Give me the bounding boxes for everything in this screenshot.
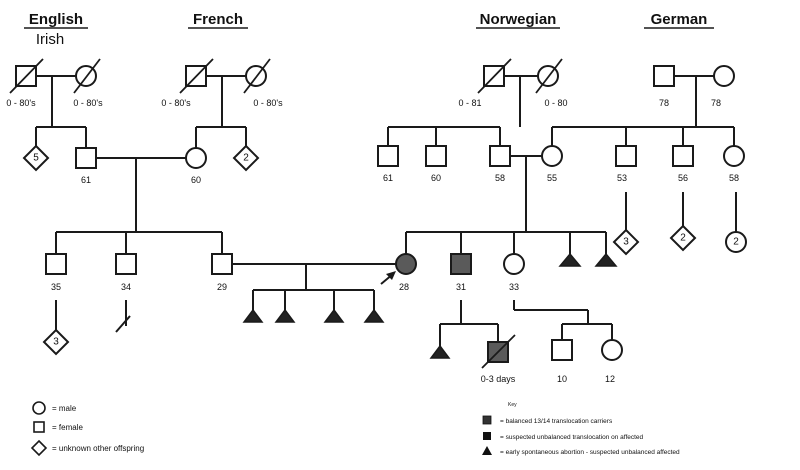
age-label: 35 [51,282,61,292]
offspring-count: 3 [53,337,59,348]
spontaneous-abortion-triangle [242,308,264,323]
legend-diamond-icon [30,439,48,457]
paternal-grandmother [185,147,207,169]
deceased-slash [73,58,101,94]
key-balanced: = balanced 13/14 translocation carriers [500,418,613,425]
proband-sister [503,253,525,275]
unknown-offspring-diamond [22,144,50,172]
age-label: 0 - 80's [161,98,191,108]
paternal-grandfather [75,147,97,169]
spontaneous-abortion-triangle [274,308,296,323]
heritage-norwegian: Norwegian [480,11,557,28]
norwegian-uncle-1 [377,145,399,167]
deceased-slash [9,58,44,94]
french-grandparents: 0 - 80's 0 - 80's [161,58,283,108]
spontaneous-abortion-triangle [323,308,345,323]
age-label: 56 [678,173,688,183]
symbol-legend: = male = female = unknown other offsprin… [30,401,144,457]
deceased-slash [179,58,214,94]
proband-arrow-icon [386,271,396,280]
offspring-count: 2 [680,233,686,244]
key-abortion-icon [482,446,492,455]
offspring-count: 2 [243,153,249,164]
deceased-slash [477,58,512,94]
offspring-count: 3 [623,237,629,248]
husband-brother-2 [115,253,137,275]
unknown-offspring-diamond [42,328,70,356]
german-sibling-2 [672,145,694,167]
unknown-offspring-diamond [612,228,640,256]
age-label: 58 [495,173,505,183]
age-label: 0 - 80's [253,98,283,108]
age-label: 28 [399,282,409,292]
proband-brother [450,253,472,275]
german-sibling-1 [615,145,637,167]
unknown-offspring-diamond [232,144,260,172]
heritage-english: English [29,11,83,28]
german-grandparents: 78 78 [653,65,735,108]
spontaneous-abortion-triangle [594,252,618,267]
age-label: 10 [557,374,567,384]
spontaneous-abortion-triangle [363,308,385,323]
legend-circle-icon [32,401,46,415]
heritage-german: German [651,11,708,28]
spontaneous-abortion-triangle [429,344,451,359]
age-label: 33 [509,282,519,292]
key-unbalanced-icon [483,432,491,440]
offspring-count: 2 [733,237,739,248]
norwegian-grandparents: 0 - 81 0 - 80 [458,58,568,108]
key-legend: Key = balanced 13/14 translocation carri… [482,402,680,456]
husband [211,253,233,275]
age-label: 61 [81,175,91,185]
german-grandfather [653,65,675,87]
key-balanced-icon [482,415,492,425]
unknown-offspring-diamond [669,224,697,252]
spontaneous-abortion-triangle [558,252,582,267]
legend-male: = male [52,404,77,413]
age-label: 34 [121,282,131,292]
age-label: 58 [729,173,739,183]
age-label: 60 [191,175,201,185]
age-label: 0 - 80 [544,98,567,108]
age-label: 78 [659,98,669,108]
key-title: Key [508,402,517,408]
no-offspring-mark [115,315,131,333]
proband-father [489,145,511,167]
english-grandparents: 0 - 80's 0 - 80's [6,58,103,108]
age-label: 61 [383,173,393,183]
deceased-slash [243,58,271,94]
age-label: 0 - 80's [6,98,36,108]
niece-daughter [601,339,623,361]
german-grandmother [713,65,735,87]
legend-square-icon [33,421,45,433]
age-label: 31 [456,282,466,292]
key-unbalanced: = suspected unbalanced translocation on … [500,434,644,441]
deceased-slash [481,334,516,369]
niece-son [551,339,573,361]
key-abortion: = early spontaneous abortion - suspected… [500,449,680,456]
age-label: 60 [431,173,441,183]
german-sibling-3 [723,145,745,167]
norwegian-uncle-2 [425,145,447,167]
offspring-count: 5 [33,153,39,164]
heritage-french: French [193,11,243,28]
age-label: 53 [617,173,627,183]
proband-mother [541,145,563,167]
age-label: 78 [711,98,721,108]
husband-brother-1 [45,253,67,275]
unknown-offspring-circle [725,231,747,253]
legend-female: = female [52,423,83,432]
age-label: 0-3 days [481,374,516,384]
proband [395,253,417,275]
age-label: 0 - 80's [73,98,103,108]
age-label: 0 - 81 [458,98,481,108]
heritage-irish: Irish [36,31,64,48]
age-label: 55 [547,173,557,183]
age-label: 12 [605,374,615,384]
legend-unknown: = unknown other offspring [52,444,144,453]
age-label: 29 [217,282,227,292]
deceased-slash [535,58,563,94]
